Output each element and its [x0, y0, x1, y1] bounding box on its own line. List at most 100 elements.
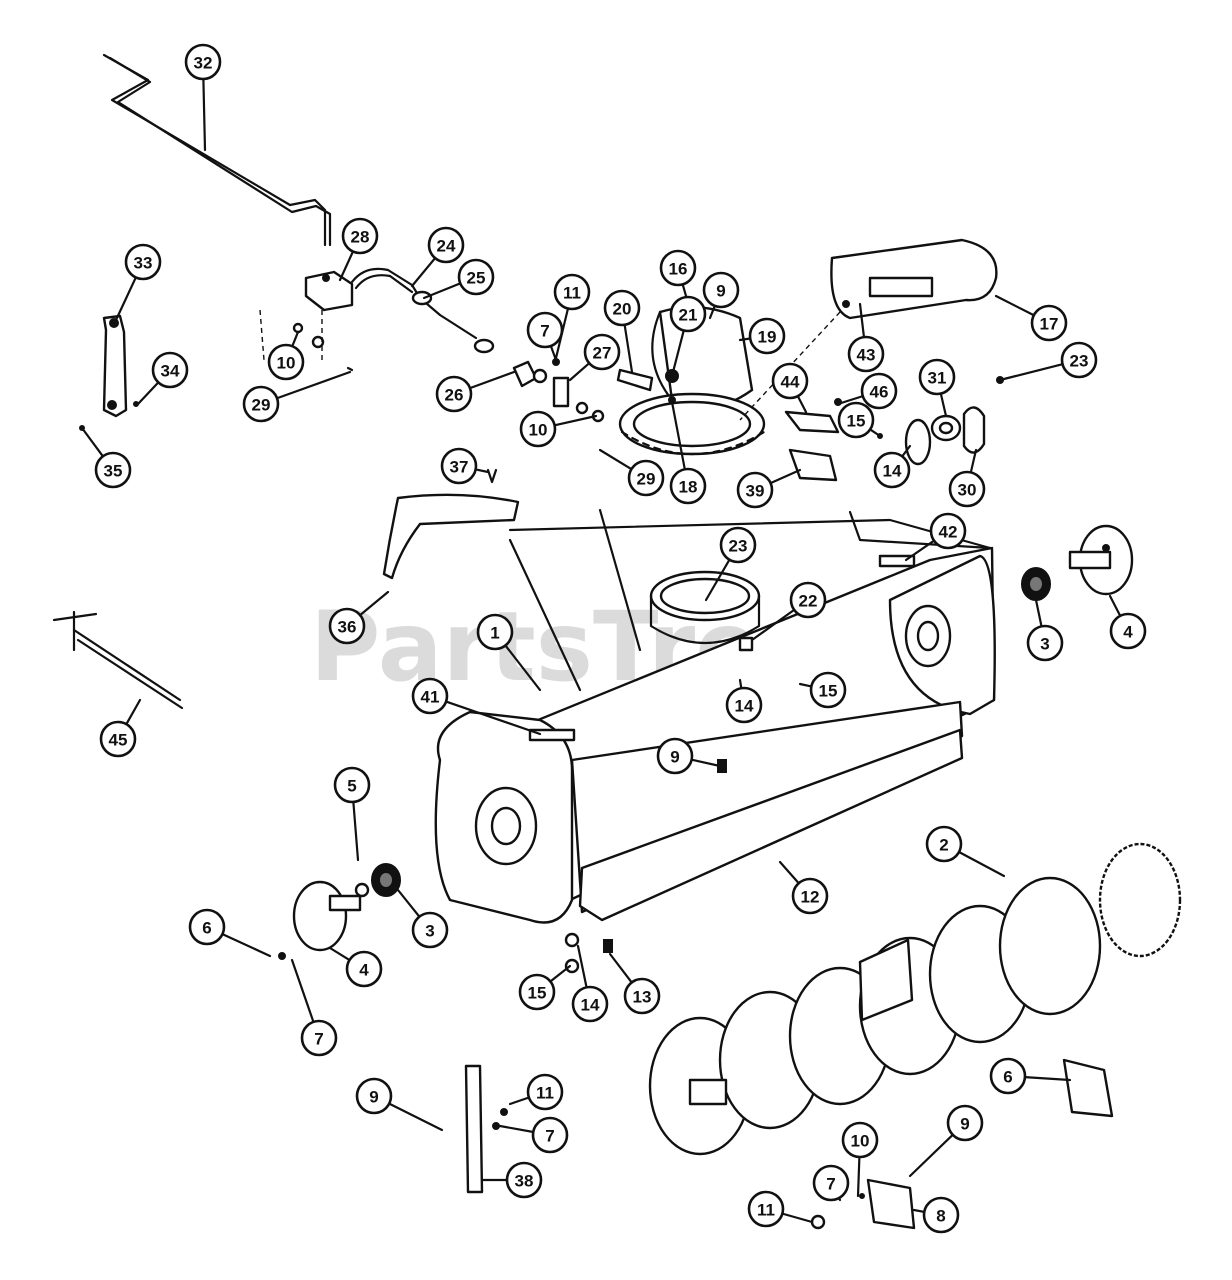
- callout-27[interactable]: 27: [583, 333, 621, 371]
- callout-3[interactable]: 3: [411, 911, 449, 949]
- callout-25[interactable]: 25: [457, 258, 495, 296]
- callout-23[interactable]: 23: [719, 526, 757, 564]
- callout-number: 22: [799, 592, 818, 611]
- leader-line: [704, 558, 731, 602]
- callout-circle: [922, 1196, 960, 1234]
- shear-bolt-part: [52, 610, 184, 710]
- leader-line: [474, 468, 490, 474]
- callout-circle: [627, 459, 665, 497]
- callout-21[interactable]: 21: [669, 295, 707, 333]
- callout-number: 33: [134, 254, 153, 273]
- leader-line: [468, 370, 516, 390]
- callout-41[interactable]: 41: [411, 677, 449, 715]
- callout-number: 31: [928, 369, 947, 388]
- callout-circle: [476, 613, 514, 651]
- leader-line: [904, 539, 936, 562]
- callout-9[interactable]: 9: [656, 737, 694, 775]
- callout-39[interactable]: 39: [736, 471, 774, 509]
- callout-number: 14: [735, 697, 754, 716]
- callout-circle: [1026, 624, 1064, 662]
- callout-circle: [948, 470, 986, 508]
- callout-13[interactable]: 13: [623, 977, 661, 1015]
- callout-44[interactable]: 44: [771, 362, 809, 400]
- callout-circle: [184, 43, 222, 81]
- callout-5[interactable]: 5: [333, 766, 371, 804]
- callout-10[interactable]: 10: [841, 1121, 879, 1159]
- callout-circle: [526, 1073, 564, 1111]
- callout-number: 12: [801, 888, 820, 907]
- callout-4[interactable]: 4: [345, 950, 383, 988]
- callout-15[interactable]: 15: [518, 973, 556, 1011]
- callout-circle: [341, 217, 379, 255]
- callout-26[interactable]: 26: [435, 375, 473, 413]
- callout-23[interactable]: 23: [1060, 341, 1098, 379]
- callout-11[interactable]: 11: [526, 1073, 564, 1111]
- callout-circle: [925, 825, 963, 863]
- callout-16[interactable]: 16: [659, 249, 697, 287]
- callout-24[interactable]: 24: [427, 226, 465, 264]
- callout-28[interactable]: 28: [341, 217, 379, 255]
- callout-22[interactable]: 22: [789, 581, 827, 619]
- callout-31[interactable]: 31: [918, 358, 956, 396]
- callout-42[interactable]: 42: [929, 512, 967, 550]
- callout-17[interactable]: 17: [1030, 304, 1068, 342]
- callout-7[interactable]: 7: [300, 1019, 338, 1057]
- leader-line: [670, 400, 686, 471]
- callout-circle: [736, 471, 774, 509]
- callout-19[interactable]: 19: [748, 317, 786, 355]
- callout-43[interactable]: 43: [847, 335, 885, 373]
- callout-15[interactable]: 15: [837, 401, 875, 439]
- callout-circle: [1060, 341, 1098, 379]
- callout-circle: [669, 295, 707, 333]
- callout-9[interactable]: 9: [702, 271, 740, 309]
- callout-14[interactable]: 14: [873, 451, 911, 489]
- callout-7[interactable]: 7: [526, 311, 564, 349]
- callout-20[interactable]: 20: [603, 289, 641, 327]
- flange-part: [1068, 524, 1134, 596]
- callout-45[interactable]: 45: [99, 720, 137, 758]
- callout-number: 46: [870, 383, 889, 402]
- callout-circle: [345, 950, 383, 988]
- callout-10[interactable]: 10: [519, 410, 557, 448]
- callout-11[interactable]: 11: [747, 1190, 785, 1228]
- callout-29[interactable]: 29: [242, 385, 280, 423]
- callout-circle: [725, 686, 763, 724]
- callout-38[interactable]: 38: [505, 1161, 543, 1199]
- callout-4[interactable]: 4: [1109, 612, 1147, 650]
- callout-29[interactable]: 29: [627, 459, 665, 497]
- leader-line: [422, 282, 462, 300]
- pivot-hardware-part: [512, 358, 605, 423]
- callout-34[interactable]: 34: [151, 351, 189, 389]
- callout-32[interactable]: 32: [184, 43, 222, 81]
- callout-9[interactable]: 9: [355, 1077, 393, 1115]
- callout-33[interactable]: 33: [124, 243, 162, 281]
- callout-circle: [505, 1161, 543, 1199]
- callout-12[interactable]: 12: [791, 877, 829, 915]
- callout-18[interactable]: 18: [669, 467, 707, 505]
- callout-number: 29: [637, 470, 656, 489]
- callout-11[interactable]: 11: [553, 273, 591, 311]
- callout-7[interactable]: 7: [531, 1116, 569, 1154]
- callout-15[interactable]: 15: [809, 671, 847, 709]
- callout-number: 37: [450, 458, 469, 477]
- callout-35[interactable]: 35: [94, 451, 132, 489]
- callout-number: 6: [1003, 1068, 1012, 1087]
- callout-46[interactable]: 46: [860, 372, 898, 410]
- callout-30[interactable]: 30: [948, 470, 986, 508]
- callout-7[interactable]: 7: [812, 1164, 850, 1202]
- callout-2[interactable]: 2: [925, 825, 963, 863]
- callout-37[interactable]: 37: [440, 447, 478, 485]
- callout-10[interactable]: 10: [267, 343, 305, 381]
- callout-8[interactable]: 8: [922, 1196, 960, 1234]
- callout-3[interactable]: 3: [1026, 624, 1064, 662]
- callout-36[interactable]: 36: [328, 607, 366, 645]
- leader-line: [670, 329, 685, 378]
- callout-14[interactable]: 14: [725, 686, 763, 724]
- callout-circle: [457, 258, 495, 296]
- callout-14[interactable]: 14: [571, 985, 609, 1023]
- callout-1[interactable]: 1: [476, 613, 514, 651]
- callout-6[interactable]: 6: [989, 1057, 1027, 1095]
- callout-9[interactable]: 9: [946, 1104, 984, 1142]
- callout-6[interactable]: 6: [188, 908, 226, 946]
